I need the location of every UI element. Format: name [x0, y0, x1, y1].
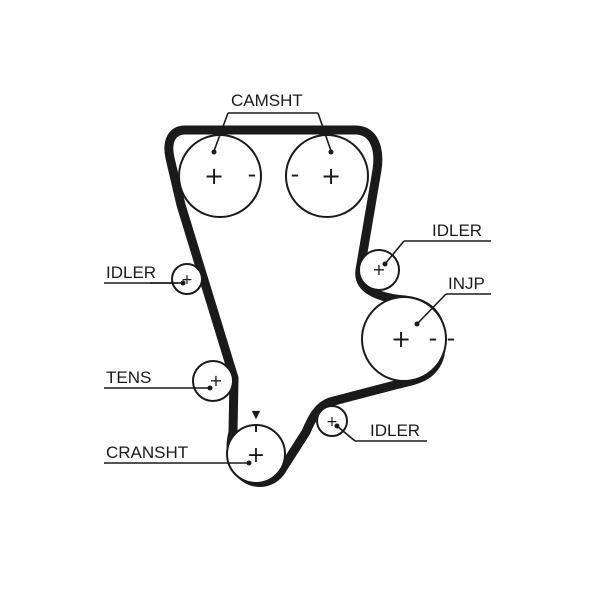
idler-lower-right-label: IDLER	[370, 421, 420, 440]
idler-lower-right-plus-mark: +	[326, 414, 338, 430]
injection-pump-pulley	[361, 296, 447, 382]
injection-pump-plus-mark: +	[391, 325, 411, 353]
injection-pump-minus-mark: -	[429, 324, 438, 352]
idler-upper-right-leader	[384, 240, 405, 265]
tensioner-label: TENS	[106, 368, 151, 387]
camshaft-leader-right-dot	[328, 149, 334, 155]
camshaft-right-plus-mark: +	[321, 162, 341, 190]
camshaft-pulley-right	[285, 134, 369, 218]
idler-upper-right-label: IDLER	[432, 221, 482, 240]
injection-pump-dot	[414, 321, 420, 327]
crankshaft-timing-mark-icon: ▼	[252, 408, 261, 421]
camshaft-leader-left	[213, 112, 229, 152]
camshaft-left-minus-mark: -	[248, 160, 257, 188]
idler-upper-right-dot	[382, 261, 388, 267]
crankshaft-dot	[246, 460, 252, 466]
injection-pump-label: INJP	[448, 274, 485, 293]
camshaft-leader-right	[317, 112, 332, 152]
idler-left-label: IDLER	[106, 263, 156, 282]
injection-pump-leader	[416, 293, 447, 325]
injection-pump-outer-minus-mark: -	[447, 324, 456, 352]
tensioner-plus-mark: +	[209, 371, 222, 390]
idler-pulley-left	[171, 263, 203, 295]
camshaft-left-plus-mark: +	[204, 162, 224, 190]
camshaft-right-minus-mark: -	[291, 160, 300, 188]
idler-left-plus-mark: +	[181, 272, 193, 288]
tensioner-dot	[207, 385, 213, 391]
crankshaft-label: CRANSHT	[106, 443, 188, 462]
idler-lower-right-leader	[336, 425, 356, 442]
camshaft-label: CAMSHT	[231, 91, 303, 110]
idler-lower-right-dot	[334, 423, 340, 429]
tensioner-pulley	[192, 360, 234, 402]
camshaft-leader-left-dot	[211, 149, 217, 155]
idler-upper-right-plus-mark: +	[372, 260, 385, 279]
idler-left-dot	[180, 280, 186, 286]
crankshaft-plus-mark: +	[247, 443, 265, 468]
